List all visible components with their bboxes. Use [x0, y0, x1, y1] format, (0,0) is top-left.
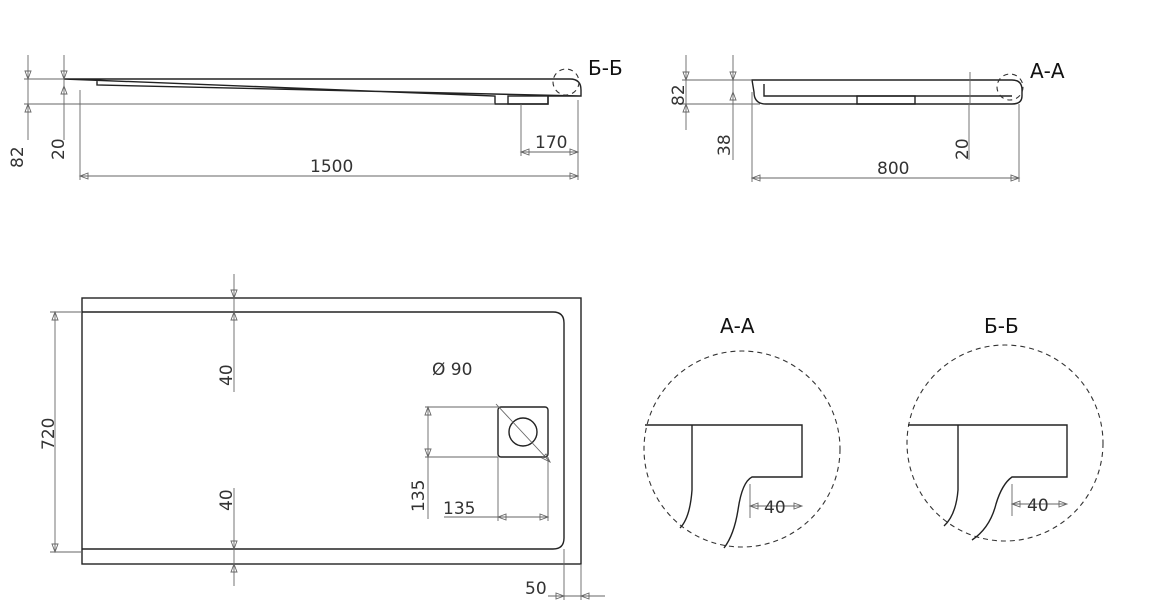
side-view-height-label: 82: [8, 146, 28, 168]
detail-b: Б-Б 40: [906, 314, 1104, 542]
side-view: Б-Б 82 20 1500 170: [8, 55, 623, 180]
top-view-edge-bottom-label: 40: [217, 489, 237, 511]
detail-a-profile: [645, 424, 803, 549]
top-view-drain-x-label: 135: [443, 499, 475, 519]
end-view: А-А 82 38 800 20: [669, 55, 1065, 182]
side-view-section-circle: [552, 68, 580, 96]
detail-a-label: А-А: [720, 314, 755, 338]
top-view-drain-circle: [508, 417, 538, 447]
side-view-base-label: 20: [49, 138, 69, 160]
end-view-drain-block: [856, 95, 916, 105]
top-view-drain-square: [497, 406, 549, 458]
detail-a-circle: [643, 350, 841, 548]
side-view-tray-outline: [63, 78, 582, 105]
side-view-drain-block: [507, 95, 549, 105]
detail-b-circle: [906, 344, 1104, 542]
end-view-rim-label: 38: [715, 134, 735, 156]
detail-b-profile: [908, 424, 1068, 541]
top-view: Ø 90 720 40 40 135 135 50: [39, 274, 605, 600]
end-view-width-label: 800: [877, 159, 909, 179]
top-view-depth-label: 720: [39, 418, 59, 450]
top-view-edge-top-label: 40: [217, 364, 237, 386]
top-view-inner-basin: [82, 311, 565, 550]
end-view-height-label: 82: [669, 84, 689, 106]
top-view-drain-y-label: 135: [409, 480, 429, 512]
detail-b-rim-label: 40: [1027, 496, 1049, 516]
top-view-outer-rect: [81, 297, 582, 565]
top-view-drain-diameter-label: Ø 90: [432, 360, 472, 380]
end-view-section-circle: [996, 73, 1024, 101]
top-view-right-edge-label: 50: [525, 579, 547, 599]
end-view-tray-outline: [751, 79, 1023, 105]
end-view-section-label: А-А: [1030, 59, 1065, 83]
side-view-length-label: 1500: [310, 157, 353, 177]
end-view-base-label: 20: [953, 138, 973, 160]
detail-a-rim-label: 40: [764, 498, 786, 518]
side-view-section-label: Б-Б: [588, 56, 623, 80]
detail-a: А-А 40: [643, 314, 841, 549]
side-view-drain-offset-label: 170: [535, 133, 567, 153]
detail-b-label: Б-Б: [984, 314, 1019, 338]
